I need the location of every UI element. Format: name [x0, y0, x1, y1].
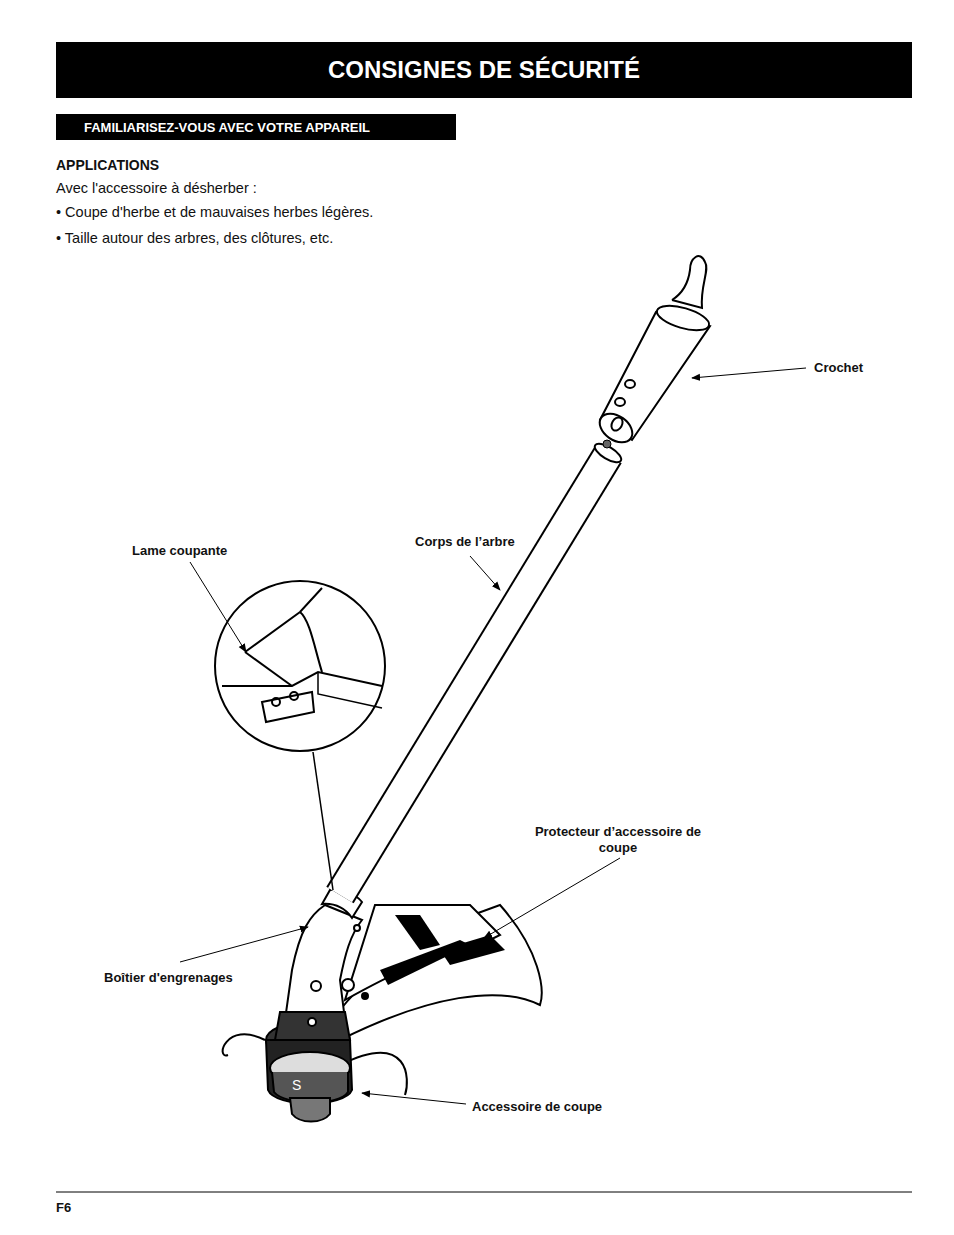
bullet-text: • Coupe d'herbe et de mauvaises herbes l… [56, 204, 373, 221]
part-label: Accessoire de coupe [472, 1099, 602, 1115]
part-label: Crochet [814, 360, 863, 376]
trimmer-line [223, 1034, 265, 1055]
bullet-text: • Taille autour des arbres, des clôtures… [56, 230, 333, 247]
leader-line [180, 368, 806, 1104]
body-text: Avec l'accessoire à désherber : [56, 180, 257, 197]
section-heading: FAMILIARISEZ-VOUS AVEC VOTRE APPAREIL [84, 120, 370, 135]
part-label: Protecteur d’accessoire de coupe [533, 824, 703, 855]
section-subheading: APPLICATIONS [56, 157, 159, 174]
title-bar: CONSIGNES DE SÉCURITÉ [56, 42, 912, 98]
blade-detail [215, 581, 385, 890]
page-number: F6 [56, 1200, 71, 1216]
svg-text:S: S [292, 1077, 301, 1093]
part-label: Lame coupante [132, 543, 227, 559]
section-band: FAMILIARISEZ-VOUS AVEC VOTRE APPAREIL [56, 114, 456, 140]
footer-rule [56, 1192, 912, 1193]
part-label: Boîtier d'engrenages [104, 970, 233, 986]
hook [594, 256, 711, 448]
page-title: CONSIGNES DE SÉCURITÉ [328, 56, 640, 84]
gear-head [275, 890, 368, 1040]
part-label: Corps de l’arbre [415, 534, 515, 550]
guard [340, 905, 542, 1040]
